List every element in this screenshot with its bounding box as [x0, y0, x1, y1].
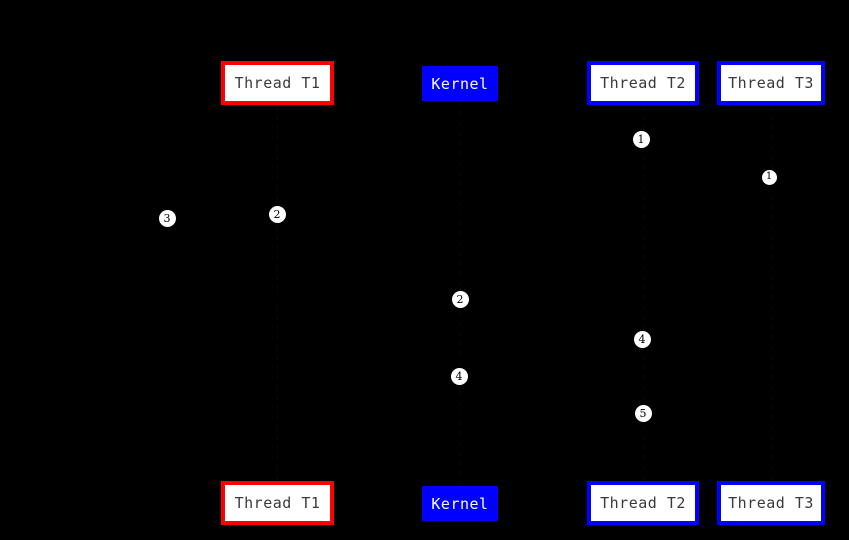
participant-label-t2-bottom: Thread T2: [600, 494, 686, 512]
sequence-badge: 1: [632, 130, 650, 148]
participant-box-t2-top[interactable]: Thread T2: [587, 61, 699, 105]
participant-box-t1-top[interactable]: Thread T1: [221, 61, 334, 105]
sequence-badge: 2: [451, 290, 469, 308]
sequence-badge: 1: [761, 169, 777, 185]
participant-box-kernel-top[interactable]: Kernel: [422, 66, 498, 101]
participant-label-kernel-top: Kernel: [431, 74, 489, 93]
sequence-badge: 4: [450, 367, 468, 385]
participant-label-t2-top: Thread T2: [600, 74, 686, 92]
sequence-badge: 4: [633, 330, 651, 348]
participant-box-kernel-bottom[interactable]: Kernel: [422, 486, 498, 521]
sequence-badge: 5: [634, 404, 652, 422]
participant-label-t3-top: Thread T3: [728, 74, 814, 92]
participant-box-t1-bottom[interactable]: Thread T1: [221, 481, 334, 525]
lifeline-t2: [643, 105, 644, 481]
participant-label-kernel-bottom: Kernel: [431, 494, 489, 513]
sequence-badge: 2: [268, 205, 286, 223]
lifeline-t1: [277, 105, 278, 481]
lifeline-t3: [771, 105, 772, 481]
participant-label-t1-bottom: Thread T1: [234, 494, 321, 512]
participant-box-t3-top[interactable]: Thread T3: [717, 61, 825, 105]
participant-box-t2-bottom[interactable]: Thread T2: [587, 481, 699, 525]
participant-label-t3-bottom: Thread T3: [728, 494, 814, 512]
participant-label-t1-top: Thread T1: [234, 74, 321, 92]
sequence-badge: 3: [158, 209, 176, 227]
participant-box-t3-bottom[interactable]: Thread T3: [717, 481, 825, 525]
